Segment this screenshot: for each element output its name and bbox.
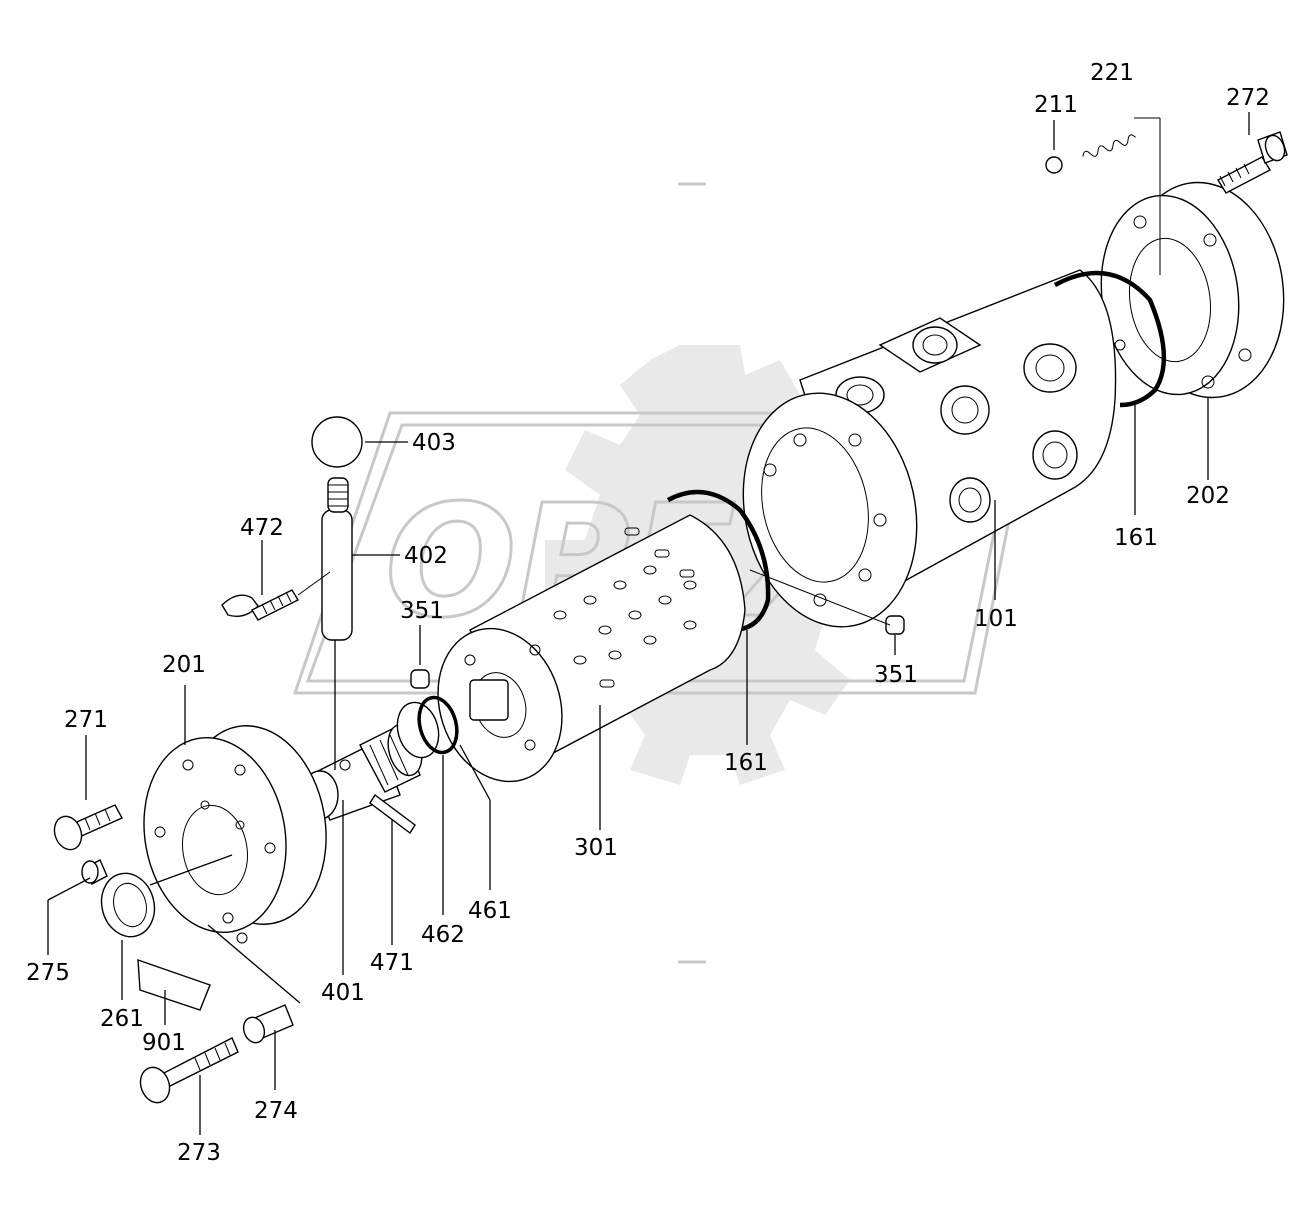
label-462: 462	[421, 922, 465, 948]
label-472: 472	[240, 515, 284, 541]
o-ring-161-right	[1053, 270, 1167, 408]
bolt-273	[139, 1037, 239, 1104]
plug-351-right	[885, 615, 905, 635]
o-ring-161-left	[666, 489, 771, 633]
pin-402	[321, 477, 353, 641]
plug-351-left	[410, 669, 430, 689]
cover-201	[143, 725, 327, 944]
label-403: 403	[412, 430, 456, 456]
body-101	[742, 269, 1117, 628]
plug-351-right-leader	[749, 569, 891, 626]
label-202: 202	[1186, 483, 1230, 509]
nameplate-901	[137, 958, 211, 1011]
label-261: 261	[100, 1006, 144, 1032]
sleeve-274	[242, 1004, 294, 1044]
label-351-right: 351	[874, 662, 918, 688]
label-402: 402	[404, 543, 448, 569]
o-ring-461	[417, 695, 459, 755]
bolt-272	[1217, 131, 1288, 194]
label-471: 471	[370, 950, 414, 976]
label-201: 201	[162, 652, 206, 678]
end-cover-202	[1100, 181, 1285, 399]
label-161-left: 161	[724, 750, 768, 776]
seal-261	[100, 872, 156, 938]
label-101: 101	[974, 606, 1018, 632]
bolt-271	[53, 804, 123, 851]
leader-lines	[47, 112, 1250, 1135]
pin-471	[369, 793, 416, 835]
spool-301	[437, 514, 746, 783]
label-274: 274	[254, 1098, 298, 1124]
ball-211	[1045, 156, 1063, 174]
wing-screw-472	[221, 571, 331, 621]
ball-403	[311, 416, 363, 468]
label-351-left: 351	[400, 598, 444, 624]
label-301: 301	[574, 835, 618, 861]
spring-221	[1082, 117, 1161, 275]
label-273: 273	[177, 1140, 221, 1166]
label-461: 461	[468, 898, 512, 924]
label-275: 275	[26, 960, 70, 986]
label-161-right: 161	[1114, 525, 1158, 551]
label-901: 901	[142, 1030, 186, 1056]
label-211: 211	[1034, 92, 1078, 118]
label-401: 401	[321, 980, 365, 1006]
label-272: 272	[1226, 85, 1270, 111]
label-271: 271	[64, 707, 108, 733]
part-labels: 221 211 272 202 161 101 403 402 472 351 …	[26, 60, 1270, 1166]
label-221: 221	[1090, 60, 1134, 86]
